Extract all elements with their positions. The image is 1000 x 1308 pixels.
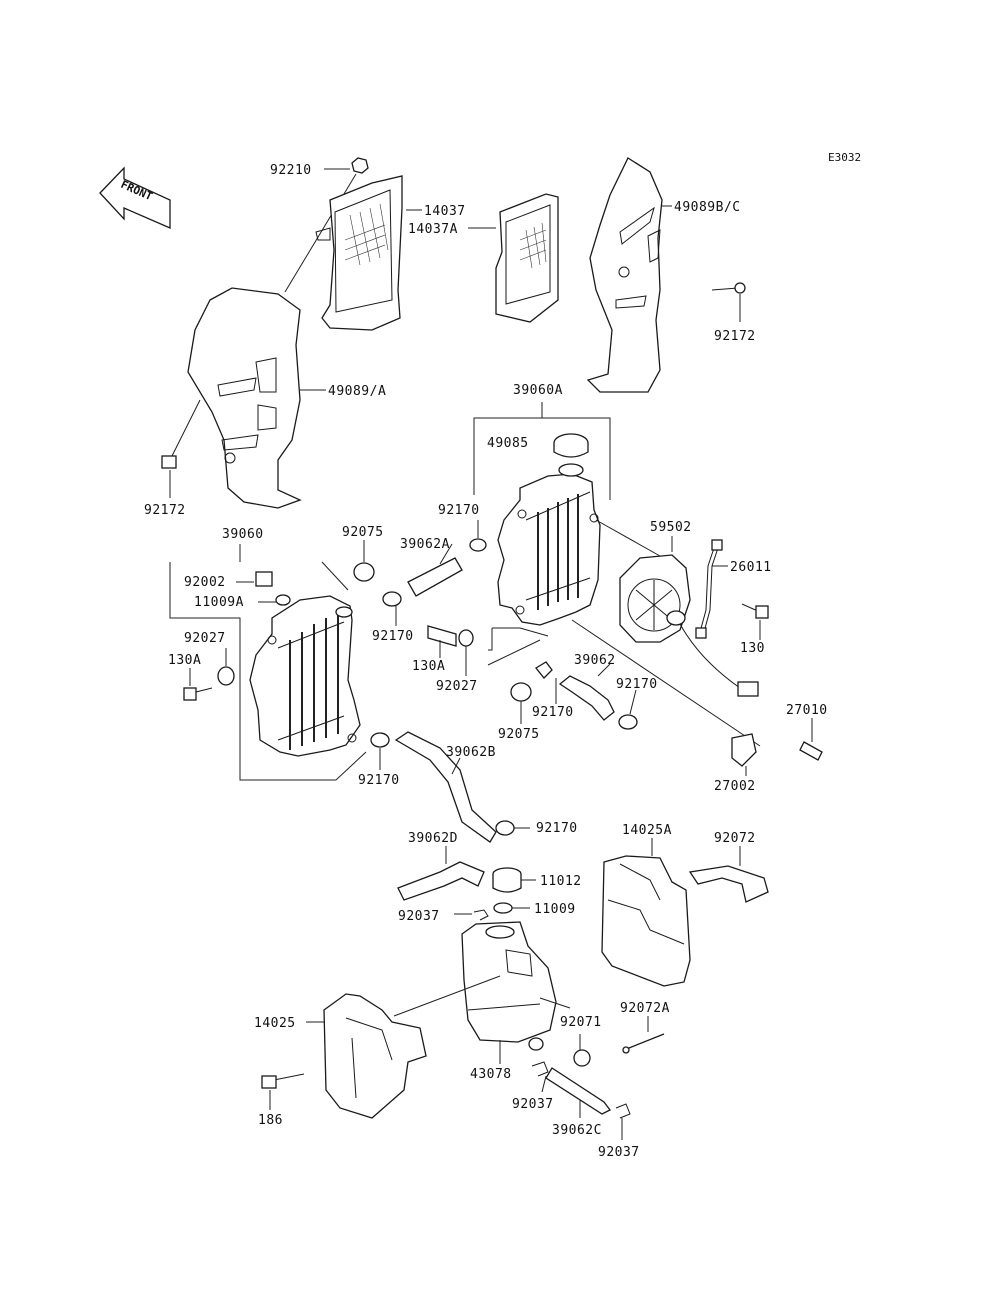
clamp-92170-lower-left xyxy=(370,732,390,748)
label-92170-center: 92170 xyxy=(532,705,574,720)
label-92072: 92072 xyxy=(714,831,756,846)
hose-39062C xyxy=(545,1067,611,1115)
radiator-shroud-49089BC xyxy=(586,157,663,393)
label-11009A: 11009A xyxy=(194,595,244,610)
label-92002: 92002 xyxy=(184,575,226,590)
label-39060A: 39060A xyxy=(513,383,563,398)
label-92170-top: 92170 xyxy=(438,503,480,518)
label-92037-b: 92037 xyxy=(512,1097,554,1112)
switch-cover-27002 xyxy=(731,733,757,767)
clamp-92170-top xyxy=(469,538,487,552)
radiator-cap-49085 xyxy=(553,433,589,458)
label-39060: 39060 xyxy=(222,527,264,542)
grommet-92075-left xyxy=(353,562,375,582)
clamp-92170-center xyxy=(535,661,553,679)
label-130A-right: 130A xyxy=(412,659,445,674)
label-92072A: 92072A xyxy=(620,1001,670,1016)
label-14037A: 14037A xyxy=(408,222,458,237)
label-92210: 92210 xyxy=(270,163,312,178)
clamp-92170-right xyxy=(618,714,638,730)
reservoir-tank-43078 xyxy=(461,921,557,1043)
label-39062B: 39062B xyxy=(446,745,496,760)
label-39062: 39062 xyxy=(574,653,616,668)
label-92170-lower-left: 92170 xyxy=(358,773,400,788)
label-92170-lower: 92170 xyxy=(536,821,578,836)
nut-92210 xyxy=(351,157,369,174)
label-27010: 27010 xyxy=(786,703,828,718)
label-49089A: 49089/A xyxy=(328,384,386,399)
clip-92037-a xyxy=(473,909,489,921)
label-59502: 59502 xyxy=(650,520,692,535)
bolt-186 xyxy=(261,1073,305,1089)
ground-wire-26011 xyxy=(695,539,723,639)
hose-39062B xyxy=(394,731,497,843)
label-92037-c: 92037 xyxy=(598,1145,640,1160)
screw-92172-left xyxy=(161,399,201,469)
fan-switch-27010 xyxy=(799,741,823,761)
label-14025A: 14025A xyxy=(622,823,672,838)
fan-assembly-59502 xyxy=(619,554,759,697)
collar-92027-right xyxy=(458,629,474,647)
label-92075-right: 92075 xyxy=(498,727,540,742)
bolt-130A-right xyxy=(427,625,457,647)
label-14025: 14025 xyxy=(254,1016,296,1031)
label-92075-left: 92075 xyxy=(342,525,384,540)
grommet-92075-right xyxy=(510,682,532,702)
label-92170-mid: 92170 xyxy=(372,629,414,644)
label-26011: 26011 xyxy=(730,560,772,575)
label-27002: 27002 xyxy=(714,779,756,794)
label-11009: 11009 xyxy=(534,902,576,917)
label-39062D: 39062D xyxy=(408,831,458,846)
radiator-guard-14037A xyxy=(495,193,559,323)
diagram-code: E3032 xyxy=(828,151,861,164)
label-186: 186 xyxy=(258,1113,283,1128)
washer-11009 xyxy=(493,902,513,914)
label-92172-right: 92172 xyxy=(714,329,756,344)
bolt-130A-left xyxy=(183,687,213,701)
label-49089BC: 49089B/C xyxy=(674,200,741,215)
label-92170-right: 92170 xyxy=(616,677,658,692)
label-92027-left: 92027 xyxy=(184,631,226,646)
grommet-92071 xyxy=(528,1037,591,1067)
label-92172-left: 92172 xyxy=(144,503,186,518)
reservoir-cover-14025 xyxy=(323,993,427,1119)
strap-92072 xyxy=(688,865,769,903)
reservoir-cover-14025A xyxy=(601,855,691,987)
washer-11009A xyxy=(275,594,291,606)
radiator-guard-14037 xyxy=(315,175,403,331)
screw-92172-right xyxy=(711,282,746,294)
plug-92002 xyxy=(255,571,273,587)
clip-92037-c xyxy=(615,1103,631,1119)
label-39062C: 39062C xyxy=(552,1123,602,1138)
clamp-92170-mid xyxy=(382,591,402,607)
reservoir-cap-11012 xyxy=(492,867,522,893)
label-43078: 43078 xyxy=(470,1067,512,1082)
label-92071: 92071 xyxy=(560,1015,602,1030)
collar-92027-left xyxy=(217,666,235,686)
hose-39062A xyxy=(407,557,463,597)
label-11012: 11012 xyxy=(540,874,582,889)
hose-39062 xyxy=(558,675,615,721)
front-arrow-icon: FRONT xyxy=(99,166,171,229)
hose-39062D xyxy=(397,861,485,901)
radiator-right-39060A xyxy=(497,463,601,626)
label-130A-left: 130A xyxy=(168,653,201,668)
radiator-left-39060 xyxy=(249,595,361,757)
label-14037: 14037 xyxy=(424,204,466,219)
label-92037-a: 92037 xyxy=(398,909,440,924)
strap-92072A xyxy=(622,1033,665,1054)
label-92027-right: 92027 xyxy=(436,679,478,694)
radiator-shroud-49089A xyxy=(187,287,302,509)
label-49085: 49085 xyxy=(487,436,529,451)
label-130: 130 xyxy=(740,641,765,656)
label-39062A: 39062A xyxy=(400,537,450,552)
clamp-92170-lower xyxy=(495,820,515,836)
clip-92037-b xyxy=(531,1061,549,1077)
bolt-130 xyxy=(741,603,769,619)
